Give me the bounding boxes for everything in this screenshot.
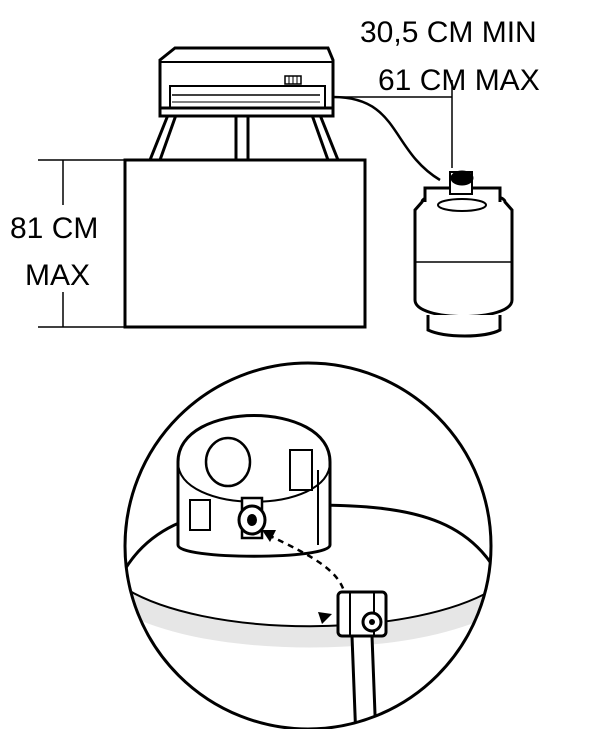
height-max-label: MAX: [25, 259, 90, 292]
height-value-label: 81 CM: [10, 212, 98, 245]
propane-tank: [413, 170, 514, 338]
detail-circle: [123, 361, 493, 729]
pizza-oven: [158, 46, 335, 118]
regulator-fitting: [336, 590, 388, 729]
table: [123, 158, 367, 329]
oven-legs: [147, 106, 341, 162]
gas-hose: [332, 95, 441, 182]
valve-detail: [125, 414, 491, 729]
hose-length-dimension: [340, 80, 453, 168]
connection-arrow: [267, 533, 347, 596]
hose-length-min-label: 30,5 CM MIN: [360, 16, 537, 49]
height-dimension: [38, 159, 125, 328]
hose-length-max-label: 61 CM MAX: [378, 64, 540, 97]
